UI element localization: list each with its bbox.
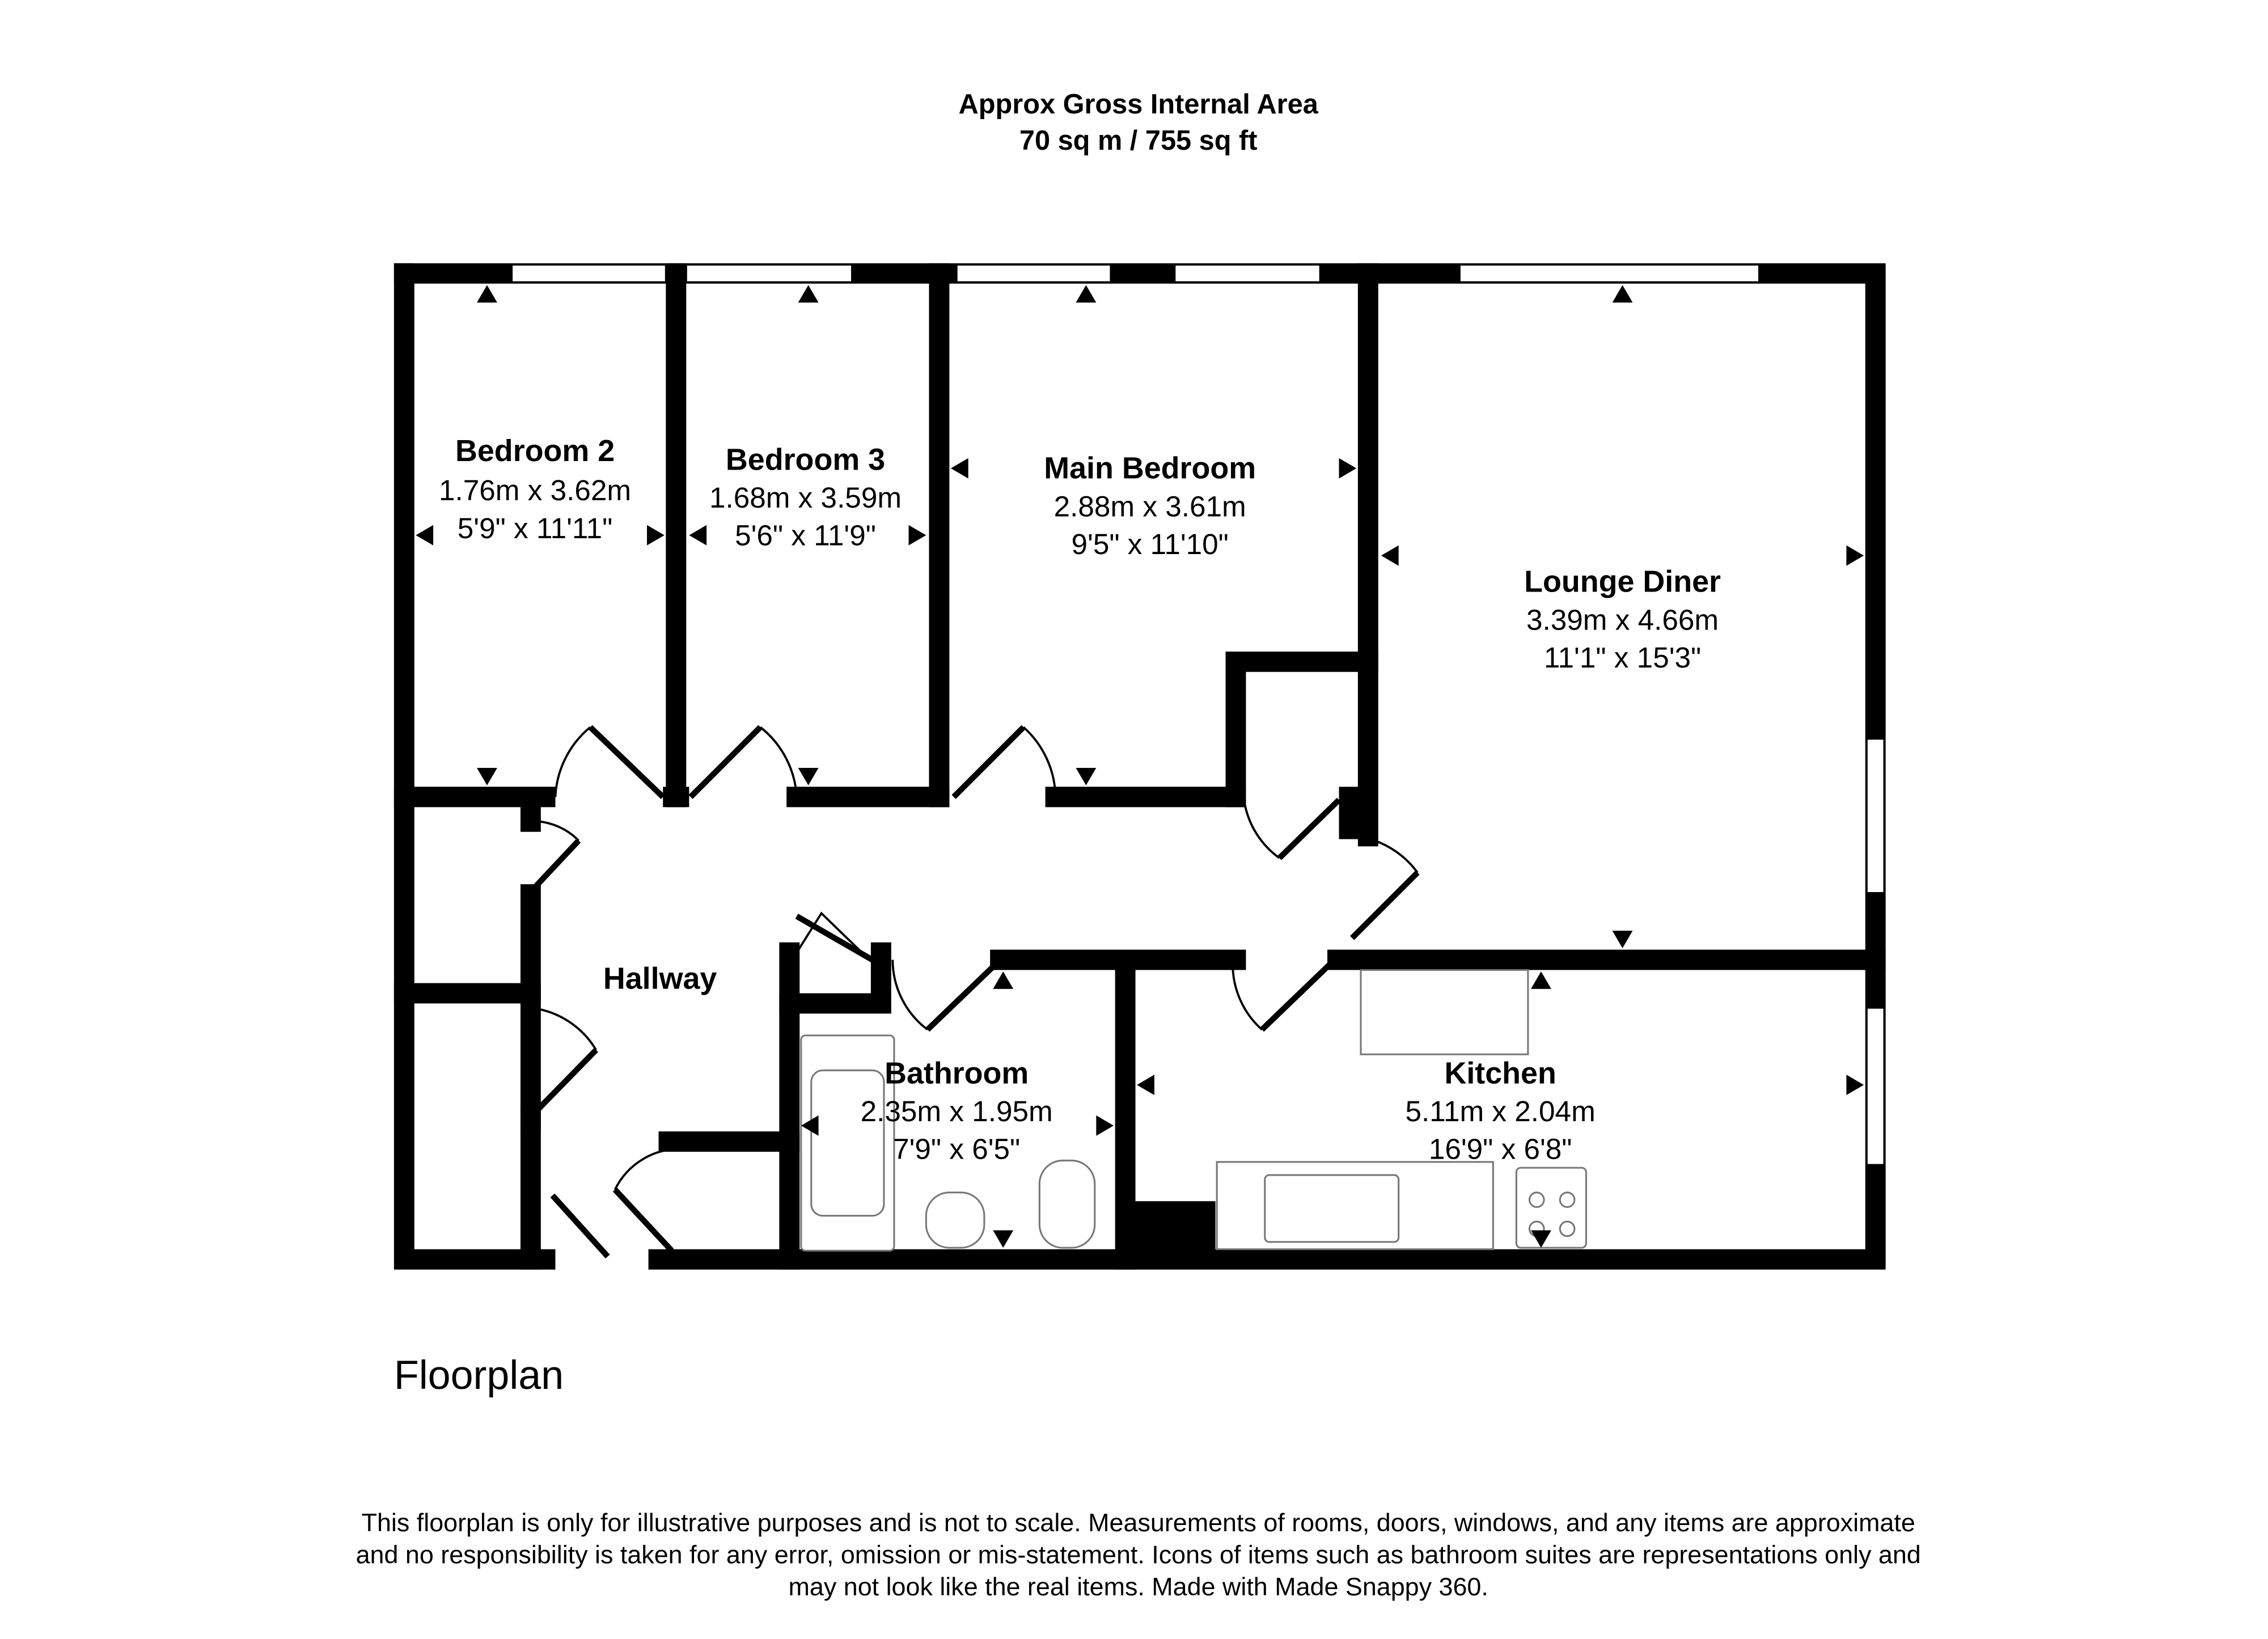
window bbox=[1174, 264, 1321, 284]
room-size-imperial: 9'5" x 11'10" bbox=[1072, 528, 1229, 560]
area-value: 70 sq m / 755 sq ft bbox=[1019, 125, 1258, 156]
window bbox=[685, 264, 853, 284]
window bbox=[1458, 264, 1761, 284]
room-bathroom: Bathroom 2.35m x 1.95m 7'9" x 6'5" bbox=[861, 1056, 1053, 1165]
dimension-arrows bbox=[416, 285, 1864, 1248]
room-main-bedroom: Main Bedroom 2.88m x 3.61m 9'5" x 11'10" bbox=[1044, 451, 1256, 560]
room-kitchen: Kitchen 5.11m x 2.04m 16'9" x 6'8" bbox=[1406, 1056, 1596, 1165]
room-bedroom-3: Bedroom 3 1.68m x 3.59m 5'6" x 11'9" bbox=[709, 442, 902, 551]
room-size-imperial: 5'6" x 11'9" bbox=[735, 519, 876, 552]
disclaimer-line: This floorplan is only for illustrative … bbox=[362, 1508, 1915, 1537]
room-bedroom-2: Bedroom 2 1.76m x 3.62m 5'9" x 11'11" bbox=[439, 434, 631, 544]
disclaimer-line: may not look like the real items. Made w… bbox=[789, 1572, 1488, 1601]
room-lounge-diner: Lounge Diner 3.39m x 4.66m 11'1" x 15'3" bbox=[1524, 565, 1721, 674]
room-size-metric: 5.11m x 2.04m bbox=[1406, 1095, 1596, 1127]
room-size-metric: 1.76m x 3.62m bbox=[439, 474, 631, 506]
room-name: Hallway bbox=[603, 962, 717, 996]
room-size-imperial: 16'9" x 6'8" bbox=[1429, 1133, 1572, 1165]
room-size-metric: 2.88m x 3.61m bbox=[1054, 490, 1246, 522]
room-name: Bedroom 2 bbox=[455, 434, 615, 468]
room-size-imperial: 7'9" x 6'5" bbox=[893, 1133, 1020, 1165]
toilet bbox=[1038, 1159, 1096, 1249]
walls bbox=[393, 263, 1886, 1270]
hob bbox=[1515, 1167, 1587, 1249]
room-name: Bathroom bbox=[885, 1056, 1029, 1090]
floor-label: Floorplan bbox=[394, 1353, 564, 1398]
room-size-imperial: 5'9" x 11'11" bbox=[458, 512, 613, 544]
window bbox=[511, 264, 667, 284]
room-name: Main Bedroom bbox=[1044, 451, 1256, 485]
disclaimer: This floorplan is only for illustrative … bbox=[356, 1508, 1921, 1601]
room-size-metric: 3.39m x 4.66m bbox=[1526, 603, 1719, 636]
room-name: Kitchen bbox=[1444, 1056, 1556, 1090]
room-name: Lounge Diner bbox=[1524, 565, 1721, 599]
doors bbox=[523, 725, 1420, 1258]
fixtures bbox=[800, 969, 1587, 1252]
area-title: Approx Gross Internal Area bbox=[959, 89, 1319, 120]
room-hallway: Hallway bbox=[603, 962, 717, 996]
kitchen-sink bbox=[1264, 1174, 1400, 1243]
room-size-imperial: 11'1" x 15'3" bbox=[1544, 641, 1701, 674]
disclaimer-line: and no responsibility is taken for any e… bbox=[356, 1540, 1921, 1569]
window bbox=[1865, 738, 1885, 894]
room-size-metric: 2.35m x 1.95m bbox=[861, 1095, 1053, 1127]
basin bbox=[925, 1192, 985, 1249]
room-size-metric: 1.68m x 3.59m bbox=[709, 481, 902, 514]
window bbox=[955, 264, 1112, 284]
window bbox=[1865, 1007, 1885, 1166]
room-name: Bedroom 3 bbox=[726, 442, 885, 476]
